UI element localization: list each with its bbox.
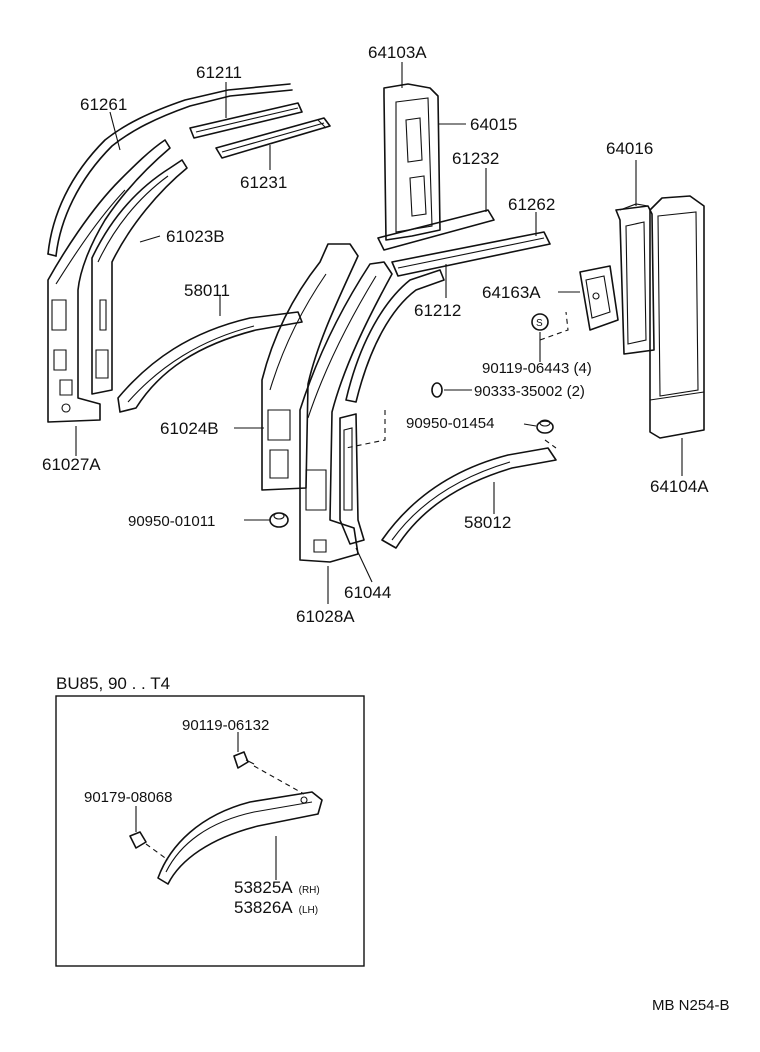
label-61232: 61232	[452, 149, 499, 168]
part-61231-shape	[215, 117, 331, 159]
label-58012: 58012	[464, 513, 511, 532]
part-61024b-shape	[261, 243, 359, 491]
label-61044: 61044	[344, 583, 391, 602]
part-58012-shape	[381, 447, 557, 549]
inset-title: BU85, 90 . . T4	[56, 674, 170, 693]
label-64163a: 64163A	[482, 283, 541, 302]
part-64015-shape	[383, 83, 441, 241]
part-64016-shape	[615, 203, 655, 355]
part-61261-shape	[47, 83, 293, 257]
label-61262: 61262	[508, 195, 555, 214]
part-53825a-shape	[157, 791, 323, 885]
inset-dash-bolt	[253, 765, 305, 795]
label-53826a-suffix: (LH)	[299, 905, 318, 916]
label-53825a-part: 53825A	[234, 878, 293, 897]
grommet-90950-01454	[536, 419, 554, 434]
label-53826a-part: 53826A	[234, 898, 293, 917]
part-61027a-shape	[47, 139, 171, 423]
label-53825a-suffix: (RH)	[299, 885, 320, 896]
label-61261: 61261	[80, 95, 127, 114]
dash-line-arch	[544, 439, 557, 449]
label-61212: 61212	[414, 301, 461, 320]
part-61211-shape	[189, 102, 303, 139]
label-90119-06132: 90119-06132	[182, 717, 269, 734]
label-61211: 61211	[196, 63, 242, 82]
dash-line-plug	[345, 410, 386, 449]
inset-frame	[55, 695, 365, 967]
part-58011-shape	[117, 311, 303, 413]
label-58011: 58011	[184, 281, 230, 300]
inset-dash-nut	[145, 843, 169, 861]
label-53825a: 53825A (RH)	[234, 878, 320, 897]
part-64104a-shape	[649, 195, 705, 439]
label-90333-35002: 90333-35002 (2)	[474, 383, 585, 400]
label-61231: 61231	[240, 173, 287, 192]
label-90950-01454: 90950-01454	[406, 415, 494, 432]
dash-line-bolt	[539, 311, 569, 341]
label-61023b: 61023B	[166, 227, 225, 246]
part-64163a-shape	[579, 265, 619, 331]
label-61028a: 61028A	[296, 607, 355, 626]
label-64016: 64016	[606, 139, 653, 158]
leader-lines	[75, 62, 683, 604]
s-marker: S	[531, 313, 549, 331]
label-90950-01011: 90950-01011	[128, 513, 215, 530]
inset-bolt-90119-06132	[233, 751, 255, 769]
footer-code: MB N254-B	[652, 997, 730, 1014]
part-61212-shape	[345, 269, 445, 403]
inset-nut-90179-08068	[129, 831, 147, 849]
grommet-90950-01011	[269, 512, 289, 528]
s-marker-label: S	[536, 318, 543, 329]
label-64015: 64015	[470, 115, 517, 134]
plug-90333-35002	[431, 382, 443, 398]
label-64104a: 64104A	[650, 477, 709, 496]
part-61044-shape	[339, 413, 365, 545]
label-90119-06443: 90119-06443 (4)	[482, 360, 592, 377]
label-61024b: 61024B	[160, 419, 219, 438]
label-61027a: 61027A	[42, 455, 101, 474]
part-61232-shape	[377, 209, 495, 251]
part-61262-shape	[391, 231, 551, 277]
part-61028a-shape	[299, 261, 393, 563]
label-64103a: 64103A	[368, 43, 427, 62]
label-53826a: 53826A (LH)	[234, 898, 318, 917]
part-61023b-shape	[91, 159, 188, 395]
label-90179-08068: 90179-08068	[84, 789, 172, 806]
